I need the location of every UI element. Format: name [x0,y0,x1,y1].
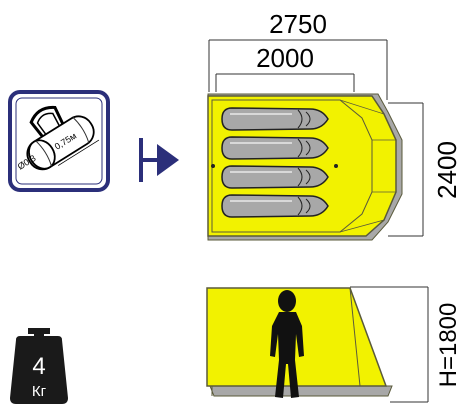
sleeping-bag [221,136,329,160]
weight-value: 4 [32,353,45,380]
height-label: H=1800 [435,303,462,388]
person-silhouette-icon [270,290,304,398]
width-label: 2400 [432,141,462,199]
outer-length-label: 2750 [269,9,327,39]
sleeping-bag [221,165,329,189]
width-dimension: 2400 [388,102,462,237]
height-dimension: H=1800 [350,286,462,403]
inner-length-label: 2000 [256,43,314,73]
weight-icon: 4 Кг [10,328,68,404]
sleeping-bag [221,194,329,218]
weight-unit: Кг [32,383,47,400]
sleeping-bags [221,107,329,218]
carry-bag-icon: 0,75м Ø0,3 [8,90,110,192]
inner-length-dimension: 2000 [215,43,355,92]
outer-length-dimension: 2750 [208,9,388,100]
entrance-arrow-icon [139,138,179,182]
sleeping-bag [221,107,329,131]
